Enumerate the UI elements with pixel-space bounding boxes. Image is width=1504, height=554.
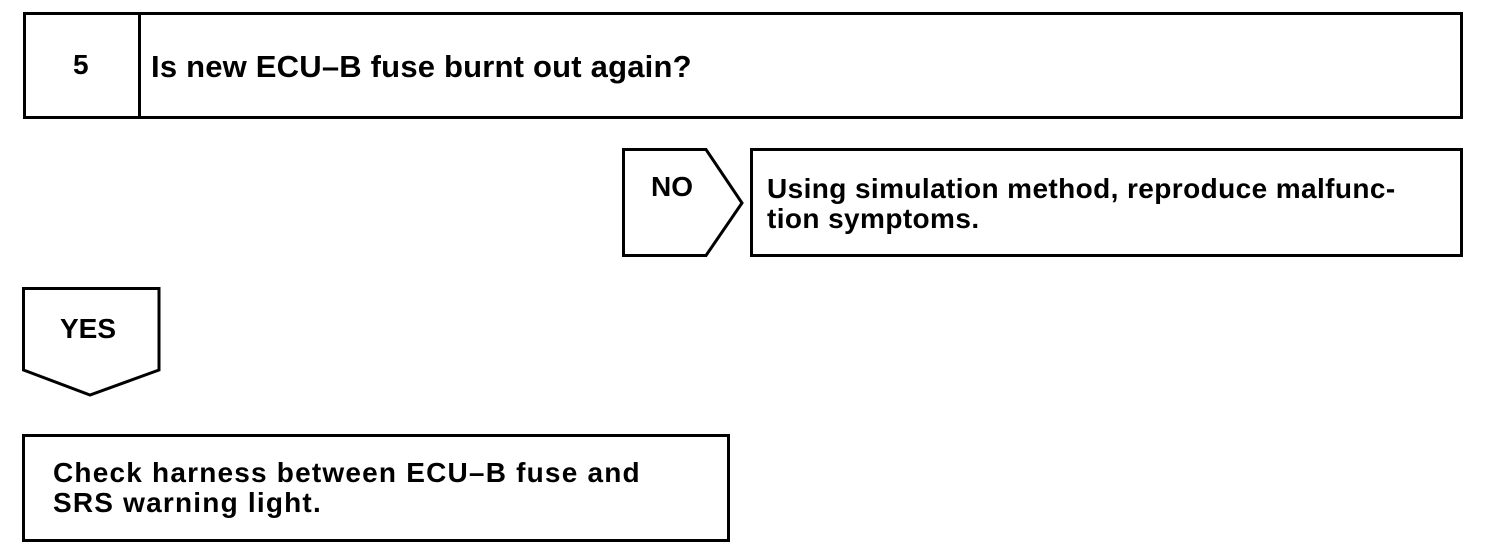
yes-result-text: Check harness between ECU–B fuse and SRS… <box>53 458 641 518</box>
step-number-divider <box>138 15 141 116</box>
no-branch-arrow <box>622 148 744 257</box>
step-question: Is new ECU–B fuse burnt out again? <box>151 49 692 84</box>
yes-result-line-1: Check harness between ECU–B fuse and <box>53 457 641 488</box>
yes-branch-arrow <box>22 287 161 397</box>
no-branch-label: NO <box>651 171 693 202</box>
yes-branch-label: YES <box>60 313 117 344</box>
no-result-text: Using simulation method, reproduce malfu… <box>767 174 1396 234</box>
no-result-line-1: Using simulation method, reproduce malfu… <box>767 173 1396 204</box>
no-result-line-2: tion symptoms. <box>767 203 980 234</box>
step-header-box <box>23 12 1463 119</box>
yes-result-box <box>22 434 730 542</box>
step-number: 5 <box>73 49 89 80</box>
yes-result-line-2: SRS warning light. <box>53 487 322 518</box>
no-result-box <box>750 148 1463 257</box>
